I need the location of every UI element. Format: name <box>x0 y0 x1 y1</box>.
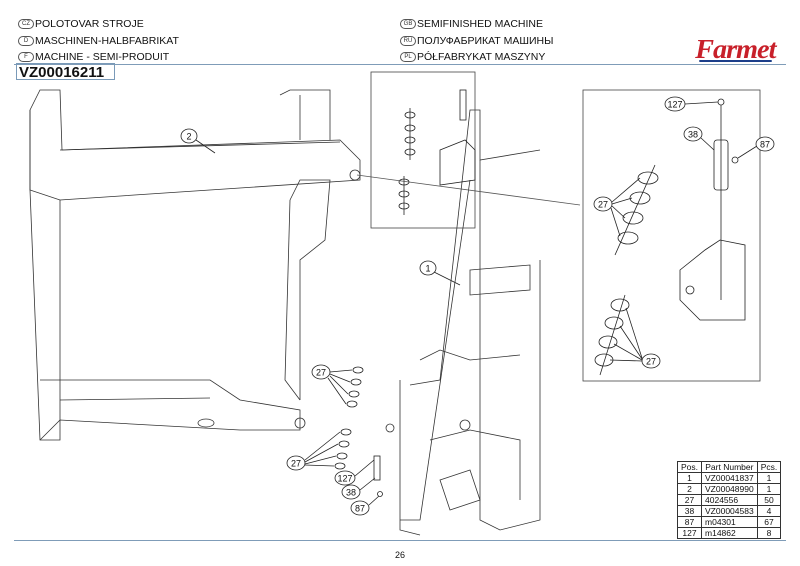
pcs-cell: 1 <box>756 472 782 484</box>
part-number-cell: VZ00041837 <box>701 472 758 484</box>
title-text: SEMIFINISHED MACHINE <box>417 18 544 30</box>
svg-text:27: 27 <box>316 368 326 378</box>
svg-text:87: 87 <box>355 504 365 514</box>
svg-text:127: 127 <box>667 100 682 110</box>
pos-cell: 2 <box>676 483 703 495</box>
part-number-cell: m14862 <box>701 527 758 539</box>
title-text: MACHINE - SEMI-PRODUIT <box>35 51 170 63</box>
header-part-number: Part Number <box>701 461 758 473</box>
callout-38: 38 <box>341 477 376 500</box>
leader-line <box>356 174 581 206</box>
fastener-parts <box>334 366 383 497</box>
callout-27-lower: 27 <box>286 431 341 471</box>
callout-1: 1 <box>419 260 461 286</box>
lang-badge-ru: RU <box>400 36 416 46</box>
lang-badge-d: D <box>18 36 34 46</box>
callout-27-upper: 27 <box>311 364 353 405</box>
svg-text:127: 127 <box>337 474 352 484</box>
title-text: ПОЛУФАБРИКАТ МАШИНЫ <box>417 35 554 47</box>
svg-text:27: 27 <box>598 200 608 210</box>
pcs-cell: 4 <box>756 505 782 517</box>
part-number-cell: VZ00048990 <box>701 483 758 495</box>
header-pos: Pos. <box>676 461 703 473</box>
pos-cell: 27 <box>676 494 703 506</box>
pos-cell: 38 <box>676 505 703 517</box>
footer-divider <box>14 540 786 541</box>
detail-large-parts <box>594 98 746 376</box>
header-divider <box>14 64 786 65</box>
callout-87: 87 <box>350 495 380 516</box>
pos-cell: 127 <box>676 527 703 539</box>
lang-badge-gb: GB <box>400 19 416 29</box>
detail-callout-27-upper: 27 <box>593 177 641 237</box>
svg-text:87: 87 <box>760 140 770 150</box>
header-pcs: Pcs. <box>756 461 782 473</box>
title-text: POLOTOVAR STROJE <box>35 18 144 30</box>
farmet-logo: Farmet <box>695 34 776 64</box>
frame-part-1 <box>385 109 541 536</box>
part-number-cell: VZ00004583 <box>701 505 758 517</box>
pcs-cell: 1 <box>756 483 782 495</box>
svg-text:1: 1 <box>425 264 430 274</box>
svg-text:2: 2 <box>186 132 191 142</box>
detail-callout-27-lower: 27 <box>609 307 661 369</box>
pcs-cell: 8 <box>756 527 782 539</box>
lang-badge-f: F <box>18 52 34 62</box>
svg-text:27: 27 <box>291 459 301 469</box>
lang-badge-pl: PL <box>400 52 416 62</box>
svg-text:38: 38 <box>346 488 356 498</box>
frame-part-2 <box>29 89 361 441</box>
callouts: 2 1 27 27 127 38 87 127 38 87 27 27 <box>180 96 775 516</box>
part-number-cell: 4024556 <box>701 494 758 506</box>
pcs-cell: 50 <box>756 494 782 506</box>
part-code: VZ00016211 <box>16 63 115 81</box>
svg-text:27: 27 <box>646 357 656 367</box>
pcs-cell: 67 <box>756 516 782 528</box>
detail-small-parts <box>398 89 476 215</box>
table-header-row: Pos. Part Number Pcs. <box>676 461 782 473</box>
part-number-cell: m04301 <box>701 516 758 528</box>
callout-127: 127 <box>334 459 375 486</box>
pos-cell: 1 <box>676 472 703 484</box>
callout-2: 2 <box>180 128 216 154</box>
title-text: PÓŁFABRYKAT MASZYNY <box>417 51 546 63</box>
detail-box-large <box>582 89 761 382</box>
detail-callout-87: 87 <box>737 136 775 159</box>
detail-callout-127: 127 <box>664 96 719 112</box>
svg-text:38: 38 <box>688 130 698 140</box>
detail-callout-38: 38 <box>683 126 715 151</box>
pos-cell: 87 <box>676 516 703 528</box>
page-number: 26 <box>394 550 405 560</box>
title-text: MASCHINEN-HALBFABRIKAT <box>35 35 179 47</box>
lang-badge-cz: CZ <box>18 19 34 29</box>
